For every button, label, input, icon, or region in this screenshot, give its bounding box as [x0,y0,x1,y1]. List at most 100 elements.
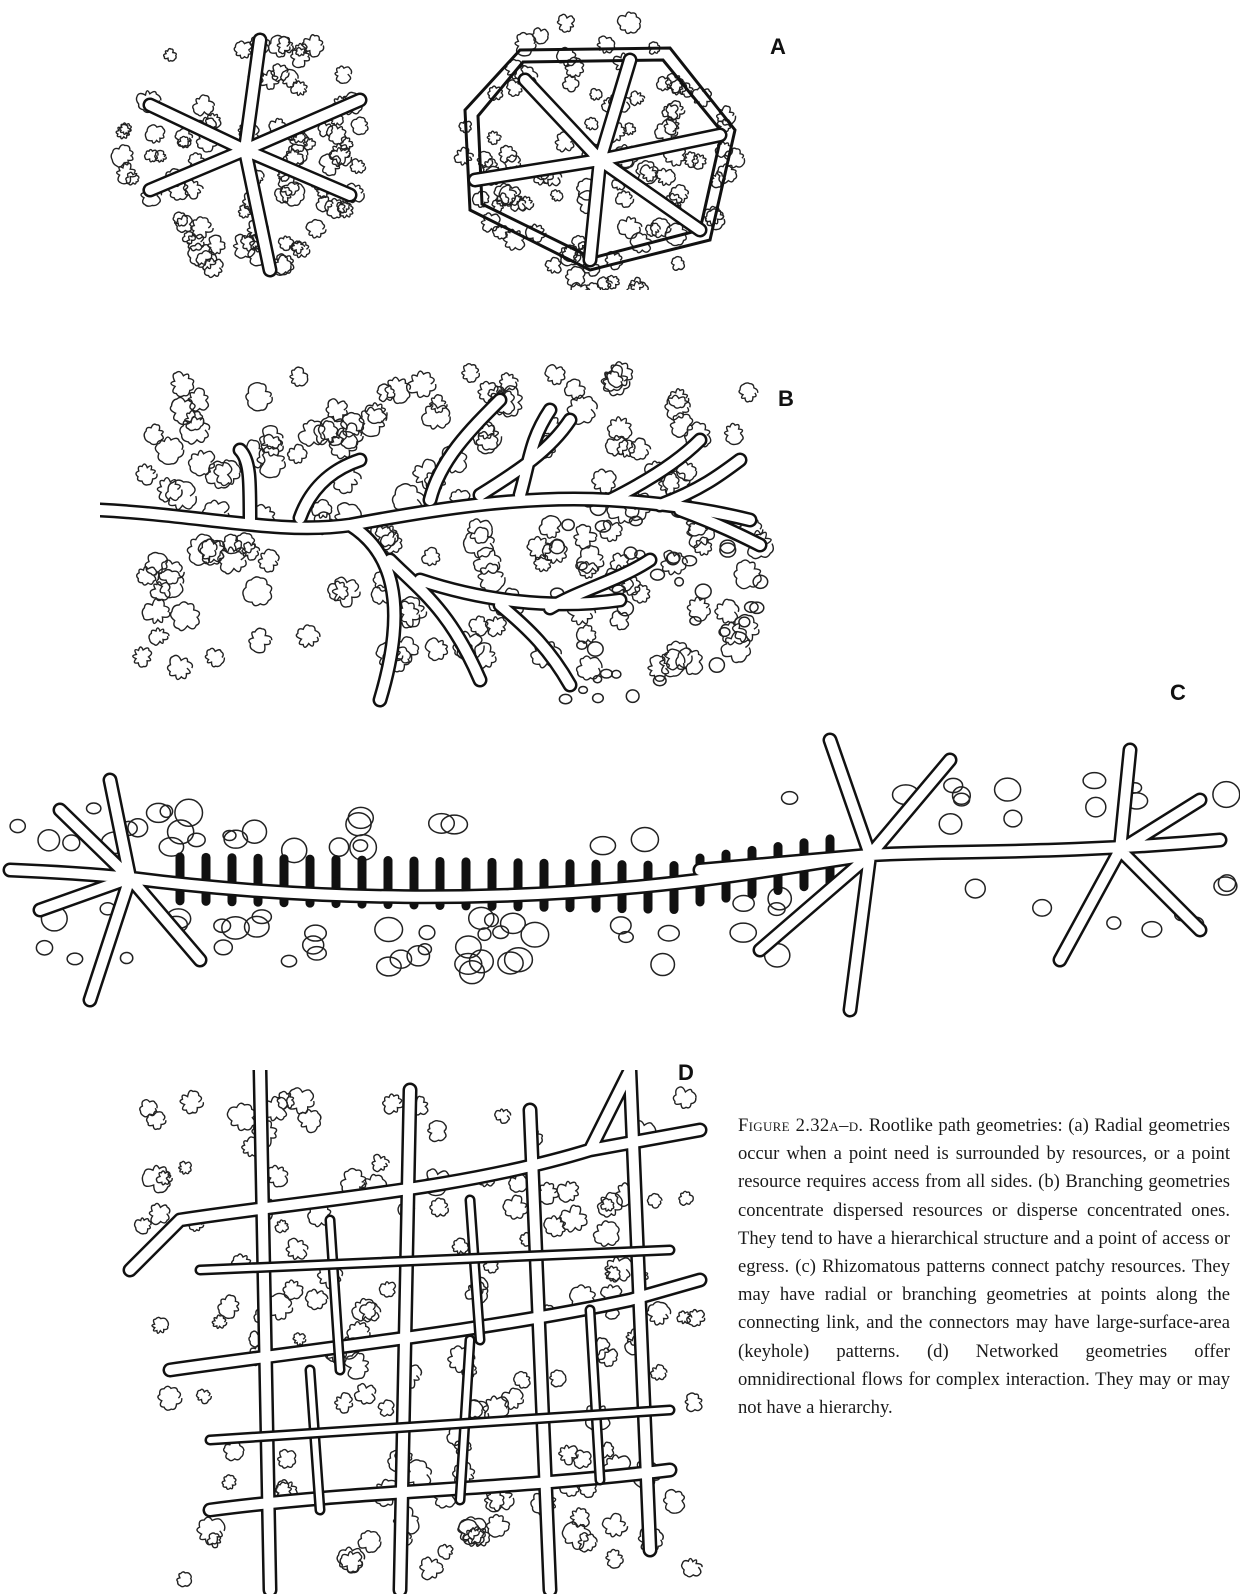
foliage-squiggle [647,1194,661,1208]
foliage-squiggle [149,628,169,645]
resource-patch [245,916,270,937]
panel-b-branching [100,350,780,710]
foliage-squiggle [383,1094,403,1114]
resource-patch [944,778,963,792]
foliage-squiggle [565,379,585,398]
resource-patch [1083,773,1106,789]
foliage-squiggle [438,1544,453,1559]
foliage-squiggle [514,1372,530,1389]
foliage-squiggle [676,648,703,674]
panel-c-rhizomatous [0,700,1240,1040]
foliage-squiggle [469,616,488,636]
foliage-squiggle [606,1549,623,1568]
foliage-squiggle [345,1353,369,1379]
foliage-squiggle [171,602,200,631]
foliage-squiggle [337,1547,364,1572]
foliage-squiggle [267,1165,288,1186]
foliage-squiggle [378,1400,394,1416]
foliage-squiggle [605,436,627,456]
foliage-squiggle [616,191,634,207]
foliage-squiggle [133,647,152,667]
resource-patch [120,952,132,963]
resource-patch [242,820,266,843]
resource-patch [377,957,401,976]
panel-a-radial [110,10,770,290]
foliage-squiggle [296,625,320,647]
foliage-squiggle [454,147,473,165]
foliage-squiggle [275,1220,288,1233]
foliage-squiggle [462,364,479,383]
foliage-squiggle [149,1203,169,1224]
foliage-squiggle [468,519,493,543]
foliage-squiggle [288,444,307,463]
resource-patch [1107,917,1121,929]
resource-patch [611,917,632,934]
resource-patch [651,954,675,976]
foliage-squiggle [603,371,622,391]
resource-patch [375,918,403,942]
foliage-squiggle [293,1333,306,1345]
foliage-squiggle [352,1299,375,1321]
foliage-squiggle [551,190,563,201]
foliage-squiggle [168,655,193,679]
foliage-squiggle [606,275,619,288]
foliage-squiggle [585,117,598,129]
foliage-squiggle [452,1238,468,1253]
resource-patch [1213,782,1240,808]
foliage-squiggle [142,599,170,624]
foliage-squiggle [557,1181,578,1202]
figure-caption: Figure 2.32a–d. Rootlike path geometries… [738,1112,1230,1422]
foliage-squiggle [503,1195,527,1219]
resource-patch [146,803,170,822]
foliage-squiggle [673,1087,696,1108]
foliage-squiggle [144,424,163,444]
foliage-squiggle [632,585,650,603]
foliage-squiggle [657,77,672,91]
foliage-squiggle [570,1508,589,1527]
foliage-squiggle [281,69,298,87]
foliage-squiggle [335,66,352,83]
foliage-squiggle [286,1238,308,1259]
resource-patch [36,941,52,955]
foliage-squiggle [618,217,642,239]
foliage-squiggle [679,1191,693,1205]
radial-ring-right [454,12,744,290]
foliage-squiggle [600,520,622,541]
panel-d-drawing [110,1070,710,1594]
panel-d-networked [110,1070,710,1594]
foliage-squiggle [601,365,629,396]
foliage-squiggle [474,548,501,575]
foliage-squiggle [328,581,348,600]
resource-patch [601,669,613,678]
resource-patch [305,925,327,941]
resource-patch [730,923,756,942]
foliage-squiggle [487,1515,510,1538]
foliage-squiggle [145,125,164,143]
panel-a-drawing [110,10,770,290]
resource-patch [588,642,604,656]
foliage-squiggle [193,95,215,116]
foliage-squiggle [566,267,585,287]
resource-patch [498,952,523,974]
foliage-squiggle [420,1557,443,1580]
foliage-squiggle [152,1317,168,1333]
foliage-squiggle [179,1161,192,1174]
foliage-squiggle [290,367,308,386]
foliage-squiggle [227,1103,255,1130]
resource-patch [590,837,615,855]
foliage-squiggle [590,89,602,101]
foliage-squiggle [651,1365,667,1380]
foliage-squiggle [630,91,645,105]
resource-patch [612,670,621,678]
foliage-squiggle [136,464,157,485]
foliage-squiggle [487,131,501,144]
foliage-squiggle [545,257,561,273]
resource-patch [682,556,696,566]
resource-patch [709,658,724,672]
foliage-squiggle [222,1475,236,1489]
resource-patch [353,840,367,852]
foliage-squiggle [486,617,507,637]
resource-patch [675,578,684,586]
foliage-squiggle [563,76,579,92]
foliage-squiggle [187,234,204,251]
